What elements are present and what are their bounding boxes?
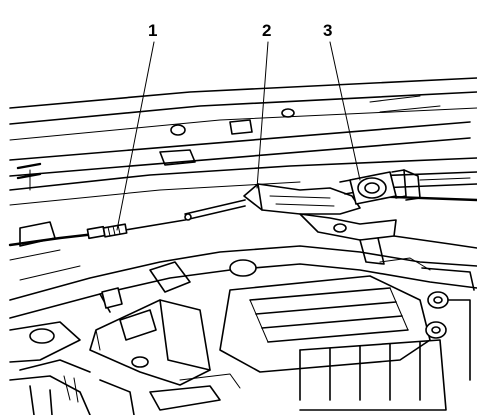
callout-3: 3 [323, 21, 333, 40]
brake-cable [8, 199, 246, 261]
mount-bracket [299, 213, 477, 265]
leader-line-1 [116, 41, 155, 231]
finned-cover [219, 267, 475, 411]
leader-lines [116, 41, 361, 231]
callout-1: 1 [148, 21, 158, 40]
upper-body-panel [9, 77, 477, 206]
cable-equalizer [243, 183, 361, 215]
cable-conduit [339, 169, 477, 205]
frame-rail [9, 245, 477, 319]
leader-line-3 [329, 41, 361, 181]
callout-2: 2 [262, 21, 272, 40]
leader-line-2 [256, 41, 269, 189]
lower-bracket [89, 299, 211, 386]
lower-left-detail [9, 321, 241, 415]
